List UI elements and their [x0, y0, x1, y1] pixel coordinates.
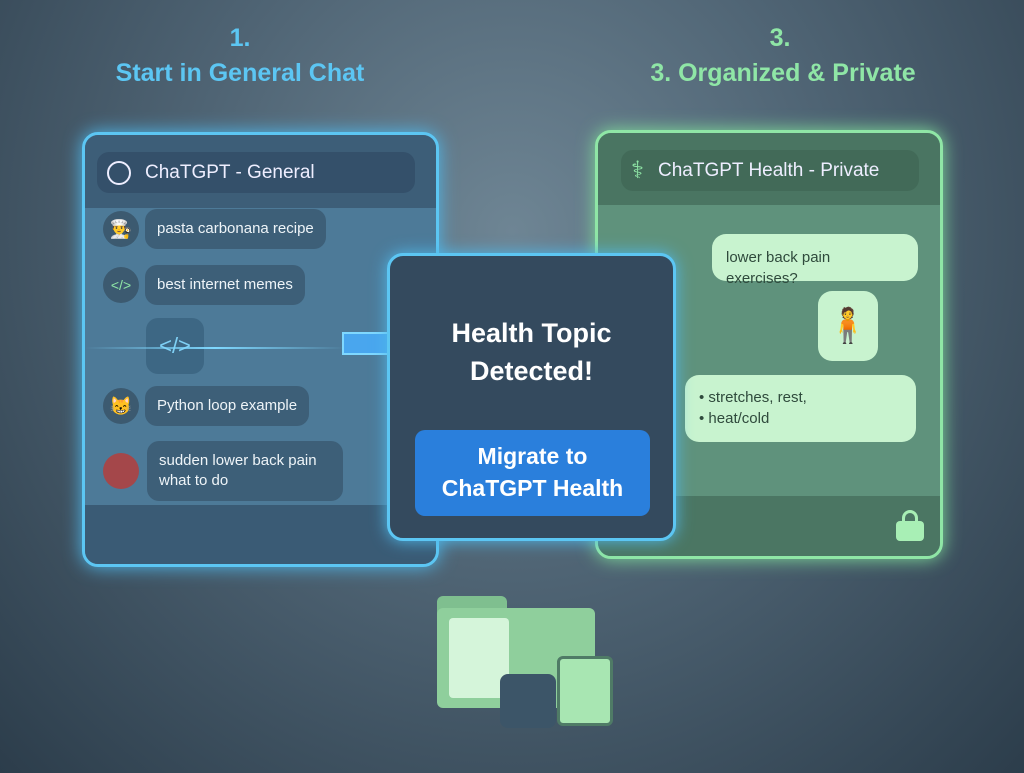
- glow-line: [85, 347, 345, 349]
- code-icon: </>: [146, 318, 204, 374]
- chat-item[interactable]: 👨‍🍳pasta carbonana recipe: [103, 209, 326, 249]
- caduceus-icon: ⚕: [631, 157, 644, 184]
- step-3-number: 3.: [769, 24, 791, 52]
- answer-line: • stretches, rest,: [699, 389, 807, 406]
- stretching-figure-icon: 🧍: [818, 291, 878, 361]
- back-anatomy-icon: [103, 453, 139, 489]
- general-chat-title: ChaTGPT - General: [145, 161, 315, 183]
- migration-connector: [342, 332, 390, 355]
- chat-item[interactable]: </>best internet memes: [103, 265, 305, 305]
- chat-item-text: pasta carbonana recipe: [145, 209, 326, 249]
- health-chat-header: ⚕ ChaTGPT Health - Private: [621, 150, 919, 191]
- chat-item[interactable]: 😸Python loop example: [103, 386, 310, 426]
- health-chat-title: ChaTGPT Health - Private: [657, 159, 880, 181]
- chat-item-text: sudden lower back pain what to do: [147, 441, 343, 501]
- step-1-title: Start in General Chat: [115, 59, 365, 87]
- answer-line: • heat/cold: [699, 410, 770, 427]
- chat-item[interactable]: sudden lower back pain what to do: [103, 441, 343, 501]
- cat-emoji-icon: 😸: [103, 388, 139, 424]
- user-question-bubble: lower back pain exercises?: [712, 234, 918, 287]
- step-3-title: 3. Organized & Private: [650, 59, 916, 87]
- step-1-number: 1.: [229, 24, 251, 52]
- chat-item-text: Python loop example: [145, 386, 310, 426]
- health-records-folder-icon: [437, 596, 613, 728]
- health-topic-card: Health Topic Detected! Migrate to ChaTGP…: [387, 253, 676, 541]
- migrate-button[interactable]: Migrate to ChaTGPT Health: [415, 430, 650, 516]
- detection-title: Health Topic Detected!: [451, 318, 612, 386]
- lock-icon: [895, 510, 925, 542]
- code-icon: </>: [103, 267, 139, 303]
- chef-hat-icon: 👨‍🍳: [103, 211, 139, 247]
- general-chat-header: ChaTGPT - General: [97, 152, 415, 193]
- chat-bubble-icon: [107, 160, 131, 185]
- answer-bubble: • stretches, rest, • heat/cold: [685, 375, 916, 442]
- chat-item-text: best internet memes: [145, 265, 305, 305]
